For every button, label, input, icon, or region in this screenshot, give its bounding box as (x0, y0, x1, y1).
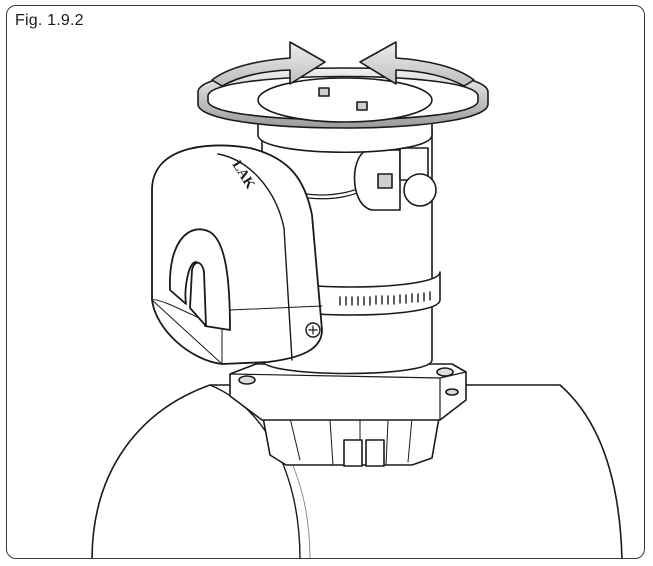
figure-label: Fig. 1.9.2 (15, 12, 84, 29)
arrow-left (359, 41, 475, 87)
rotation-ring (197, 67, 489, 129)
dome-cover: LAK (151, 144, 323, 365)
base-flange (229, 360, 467, 467)
arrow-right (211, 41, 326, 87)
side-valve (297, 147, 437, 211)
